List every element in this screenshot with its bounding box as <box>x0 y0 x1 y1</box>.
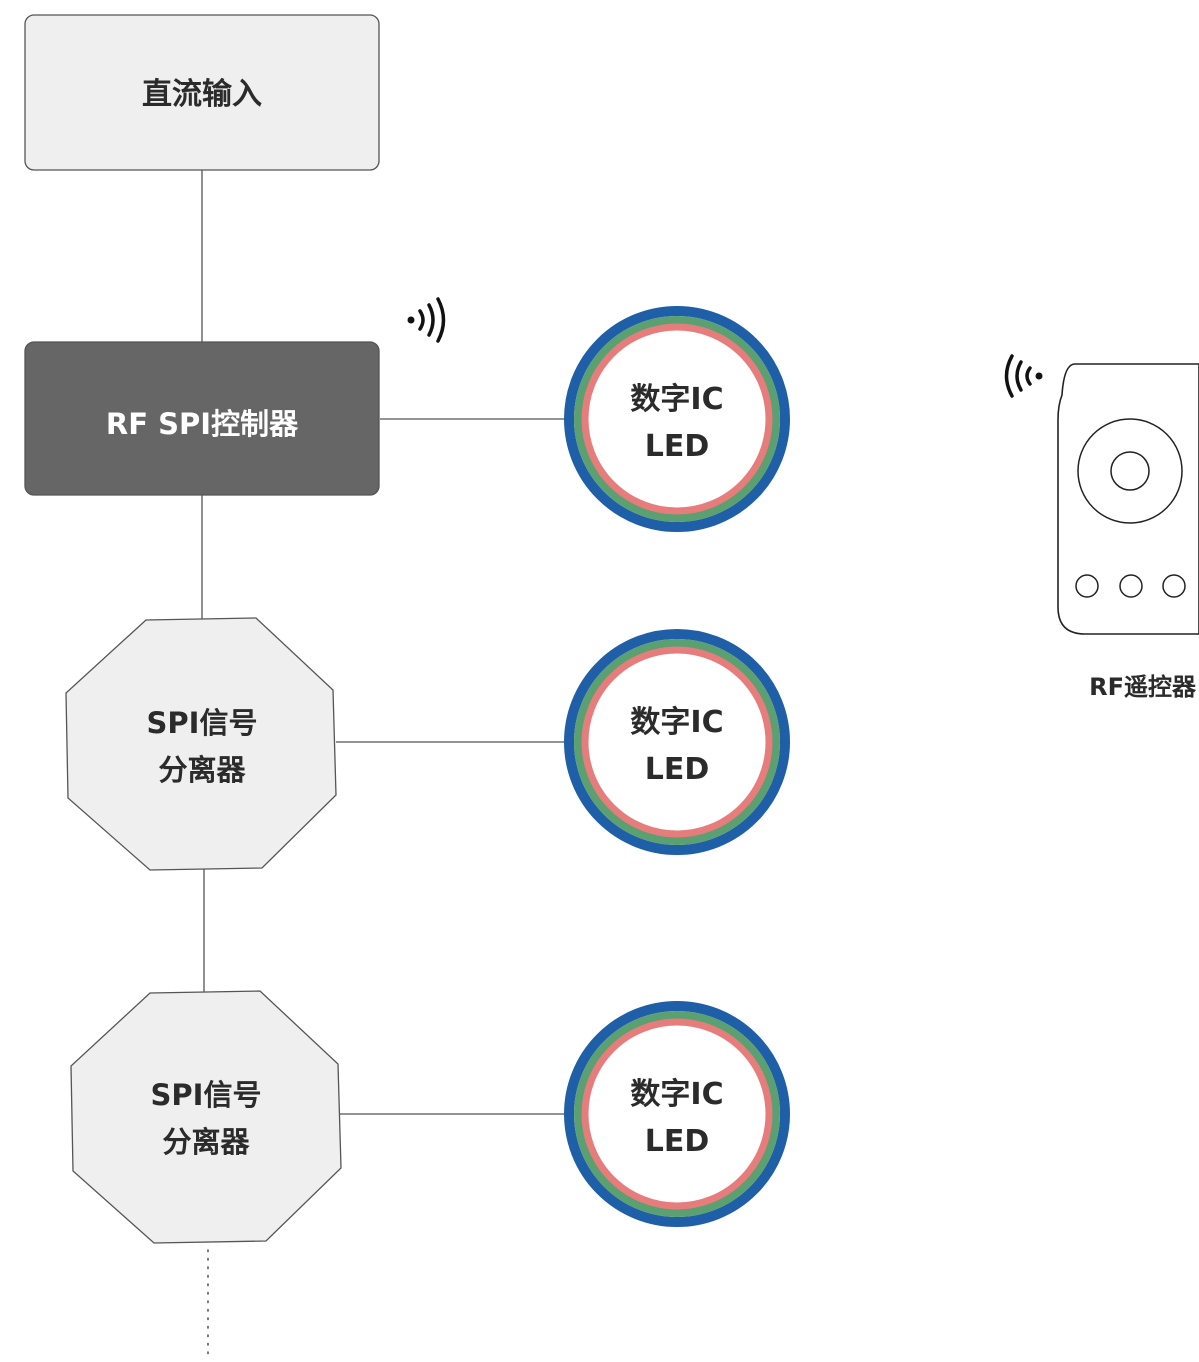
controller-label: RF SPI控制器 <box>106 407 299 441</box>
dc-input-label: 直流输入 <box>142 77 262 112</box>
remote-button-1 <box>1075 574 1099 598</box>
remote-center-button <box>1110 451 1150 491</box>
splitter-label-line2: 分离器 <box>158 753 246 787</box>
remote-label: RF遥控器 <box>1089 673 1197 701</box>
led-label-line2: LED <box>645 429 710 464</box>
remote-button-2 <box>1119 574 1143 598</box>
spi-splitter-2: SPI信号 分离器 <box>70 990 342 1244</box>
splitter-label-line1: SPI信号 <box>147 706 258 740</box>
rf-remote: RF遥控器 <box>1004 354 1199 701</box>
led-label-line1: 数字IC <box>630 382 723 417</box>
digital-ic-led-2: 数字IC LED <box>564 629 790 855</box>
rf-spi-controller-box: RF SPI控制器 <box>24 341 380 496</box>
wireless-signal-icon <box>407 297 446 343</box>
spi-splitter-1: SPI信号 分离器 <box>65 617 337 871</box>
remote-button-3 <box>1162 574 1186 598</box>
connectors <box>201 170 566 1361</box>
wireless-signal-icon <box>1004 354 1043 398</box>
digital-ic-led-3: 数字IC LED <box>564 1001 790 1227</box>
dc-input-box: 直流输入 <box>24 14 380 171</box>
led-label-line1: 数字IC <box>630 1077 723 1112</box>
splitter-label-line1: SPI信号 <box>151 1078 262 1112</box>
led-label-line1: 数字IC <box>630 705 723 740</box>
led-label-line2: LED <box>645 752 710 787</box>
led-label-line2: LED <box>645 1124 710 1159</box>
splitter-label-line2: 分离器 <box>162 1125 250 1159</box>
remote-dial-ring <box>1077 418 1183 524</box>
digital-ic-led-1: 数字IC LED <box>564 306 790 532</box>
